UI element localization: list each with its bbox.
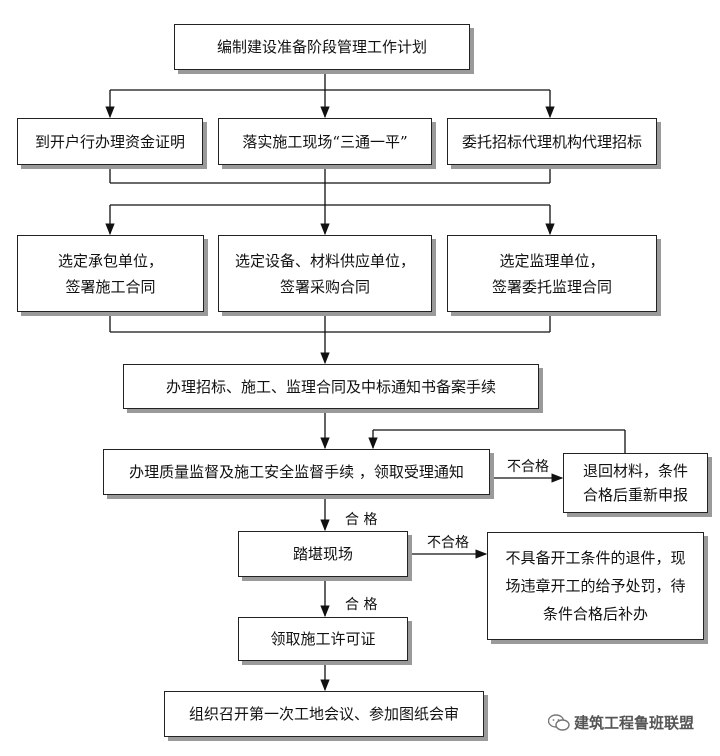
- meeting-text: 组织召开第一次工地会议、参加图纸会审: [188, 705, 459, 723]
- survey-text: 踏堪现场: [292, 545, 353, 563]
- supervisor-line-1: 选定监理单位，: [499, 251, 605, 270]
- supervisor-box: 选定监理单位， 签署委托监理合同: [447, 235, 657, 312]
- penalty-box: 不具备开工条件的退件，现 场违章开工的给予处罚，待 条件合格后补办: [487, 532, 704, 640]
- filing-text: 办理招标、施工、监理合同及中标通知书备案手续: [165, 377, 496, 396]
- fail-label-1: 不合格: [507, 459, 549, 475]
- supplier-line-1: 选定设备、材料供应单位，: [234, 251, 415, 270]
- contractor-line-2: 签署施工合同: [65, 277, 156, 296]
- supplier-box: 选定设备、材料供应单位， 签署采购合同: [218, 235, 432, 312]
- return-line-1: 退回材料，条件: [582, 462, 688, 480]
- tender-agent-text: 委托招标代理机构代理招标: [461, 132, 642, 151]
- watermark: 建筑工程鲁班联盟: [548, 712, 694, 733]
- penalty-line-2: 场违章开工的给予处罚，待: [505, 577, 686, 595]
- site-prep-text: 落实施工现场“三通一平”: [242, 132, 408, 151]
- penalty-line-1: 不具备开工条件的退件，现: [505, 549, 686, 567]
- penalty-line-3: 条件合格后补办: [542, 605, 648, 623]
- plan-text: 编制建设准备阶段管理工作计划: [216, 38, 427, 56]
- fund-proof-box: 到开户行办理资金证明: [17, 118, 203, 165]
- site-prep-box: 落实施工现场“三通一平”: [218, 118, 432, 165]
- plan-box: 编制建设准备阶段管理工作计划: [174, 24, 470, 70]
- quality-box: 办理质量监督及施工安全监督手续 ，领取受理通知: [103, 449, 490, 495]
- fail-label-2: 不合格: [427, 535, 469, 551]
- meeting-box: 组织召开第一次工地会议、参加图纸会审: [164, 691, 484, 737]
- contractor-box: 选定承包单位， 签署施工合同: [17, 235, 204, 312]
- pass-label-2: 合 格: [345, 597, 378, 613]
- survey-box: 踏堪现场: [238, 531, 408, 577]
- supplier-line-2: 签署采购合同: [279, 277, 370, 296]
- wechat-icon: [548, 713, 570, 731]
- filing-box: 办理招标、施工、监理合同及中标通知书备案手续: [123, 364, 539, 409]
- return-box: 退回材料，条件 合格后重新申报: [563, 453, 708, 513]
- permit-box: 领取施工许可证: [238, 617, 408, 661]
- supervisor-line-2: 签署委托监理合同: [491, 277, 612, 296]
- permit-text: 领取施工许可证: [270, 630, 376, 648]
- tender-agent-box: 委托招标代理机构代理招标: [447, 118, 657, 165]
- contractor-line-1: 选定承包单位，: [57, 251, 163, 270]
- fund-proof-text: 到开户行办理资金证明: [34, 132, 185, 151]
- quality-text: 办理质量监督及施工安全监督手续 ，领取受理通知: [129, 463, 464, 481]
- return-line-2: 合格后重新申报: [582, 486, 688, 504]
- pass-label-1: 合 格: [345, 512, 378, 528]
- watermark-text: 建筑工程鲁班联盟: [574, 714, 695, 732]
